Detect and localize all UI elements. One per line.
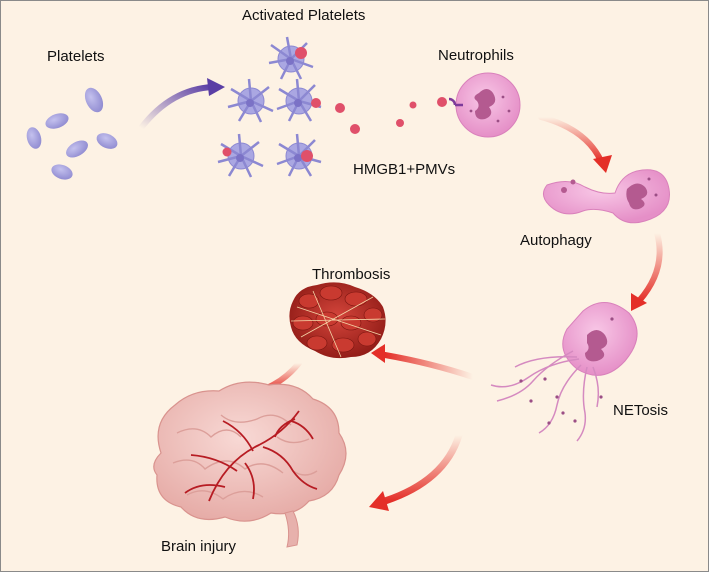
blood-clot-icon bbox=[289, 282, 386, 359]
resting-platelets bbox=[26, 87, 118, 180]
brain-vessels bbox=[184, 410, 318, 502]
brain-icon bbox=[153, 381, 347, 548]
platelet-oval-icon bbox=[51, 164, 73, 180]
activated-platelets bbox=[217, 36, 322, 178]
spiky-platelet-icon bbox=[268, 36, 314, 80]
dividing-cell-icon bbox=[543, 169, 670, 224]
red-arrow-to-netosis bbox=[631, 230, 663, 311]
platelet-oval-icon bbox=[84, 87, 104, 113]
platelet-oval-icon bbox=[26, 127, 42, 149]
spiky-platelet-icon bbox=[217, 133, 264, 178]
label-netosis: NETosis bbox=[613, 402, 669, 419]
neutrophil-cell-icon bbox=[448, 72, 521, 138]
label-brain-injury: Brain injury bbox=[161, 538, 237, 555]
spiky-platelet-icon bbox=[227, 78, 274, 123]
platelet-oval-icon bbox=[45, 113, 69, 129]
label-autophagy: Autophagy bbox=[520, 232, 592, 249]
microvesicle-dot bbox=[335, 103, 345, 113]
microvesicle-dot bbox=[396, 119, 404, 127]
red-arrow-to-brain-lower bbox=[369, 431, 463, 511]
label-neutrophils: Neutrophils bbox=[438, 47, 514, 64]
purple-arrow bbox=[138, 78, 225, 131]
red-arrow-to-autophagy bbox=[538, 114, 612, 173]
net-fibers bbox=[490, 350, 600, 442]
label-thrombosis: Thrombosis bbox=[312, 266, 391, 283]
label-activated-platelets: Activated Platelets bbox=[242, 7, 366, 24]
label-hmgb1-pmvs: HMGB1+PMVs bbox=[353, 161, 456, 178]
microvesicle-dot bbox=[437, 97, 447, 107]
net-releasing-cell-icon bbox=[490, 302, 638, 442]
platelet-oval-icon bbox=[66, 140, 88, 158]
label-platelets: Platelets bbox=[47, 48, 105, 65]
platelet-oval-icon bbox=[96, 133, 118, 149]
red-arrow-to-thrombosis bbox=[371, 344, 476, 380]
microvesicle-dot bbox=[409, 101, 417, 109]
spiky-platelet-icon bbox=[276, 78, 322, 122]
spiky-platelet-icon bbox=[276, 133, 322, 177]
microvesicle-dot bbox=[350, 124, 360, 134]
microvesicles bbox=[335, 97, 447, 134]
